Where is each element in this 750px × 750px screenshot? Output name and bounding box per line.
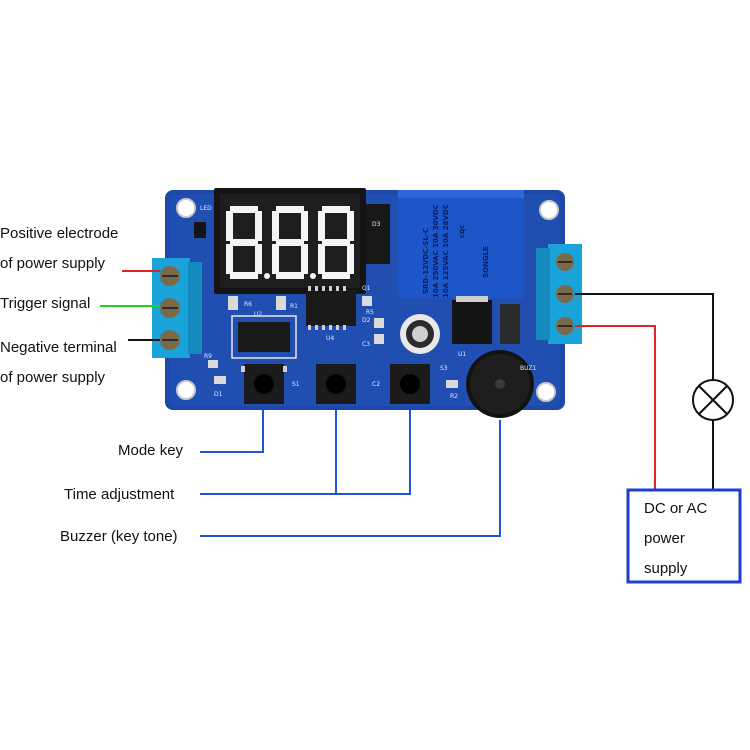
time-adjustment-label: Time adjustment xyxy=(64,486,175,503)
relay-rating-1: 10A 250VAC 10A 30VDC xyxy=(432,204,440,298)
relay-brand: SONGLE xyxy=(482,246,490,278)
smd-components xyxy=(194,222,458,388)
push-button-adjust-1 xyxy=(316,364,356,404)
negative-label-1: Negative terminal xyxy=(0,339,117,356)
silk-u4: U4 xyxy=(326,335,334,342)
supply-line-1: DC or AC xyxy=(644,500,708,517)
ic-chips xyxy=(231,204,520,359)
push-button-adjust-2 xyxy=(390,364,430,404)
left-labels: Positive electrode of power supply Trigg… xyxy=(0,225,184,545)
lamp-icon xyxy=(692,379,734,421)
relay-rating-2: 10A 125VAC 10A 28VDC xyxy=(442,204,450,298)
relay-component: SRD-12VDC-SL-C 10A 250VAC 10A 30VDC 10A … xyxy=(398,190,524,298)
load-circuit: DC or AC power supply xyxy=(575,293,742,584)
positive-label-2: of power supply xyxy=(0,255,106,272)
silk-buz: BUZ1 xyxy=(520,365,537,372)
time-adjust-callout xyxy=(200,410,411,495)
silk-s3: S3 xyxy=(440,365,448,372)
trigger-label: Trigger signal xyxy=(0,295,90,312)
buzzer-label: Buzzer (key tone) xyxy=(60,528,178,545)
silk-led: LED xyxy=(200,205,212,212)
silk-r5: R5 xyxy=(366,309,374,316)
silk-r1: R1 xyxy=(290,303,298,310)
silk-c3: C3 xyxy=(362,341,370,348)
silk-d2: D2 xyxy=(362,317,371,324)
mode-key-callout xyxy=(200,410,264,453)
silk-d1: D1 xyxy=(214,391,223,398)
buzzer-component xyxy=(466,350,534,418)
silk-d3: D3 xyxy=(372,221,381,228)
supply-line-2: power xyxy=(644,530,685,547)
power-supply-box xyxy=(626,488,742,584)
silk-r9: R9 xyxy=(204,353,212,360)
relay-module-board: SRD-12VDC-SL-C 10A 250VAC 10A 30VDC 10A … xyxy=(165,188,565,418)
silk-r2: R2 xyxy=(450,393,458,400)
positive-label-1: Positive electrode xyxy=(0,225,118,242)
mode-key-label: Mode key xyxy=(118,442,184,459)
silk-r6: R6 xyxy=(244,301,252,308)
relay-model-text: SRD-12VDC-SL-C xyxy=(422,228,430,294)
silk-q1: Q1 xyxy=(362,285,371,292)
input-wires xyxy=(100,270,160,341)
negative-label-2: of power supply xyxy=(0,369,106,386)
silk-u2: U2 xyxy=(254,311,262,318)
silk-r4: R4 xyxy=(362,299,370,306)
seven-segment-display xyxy=(214,188,366,294)
buzzer-callout xyxy=(200,420,501,537)
supply-line-3: supply xyxy=(644,560,688,577)
relay-logo: cqc xyxy=(458,225,466,238)
silk-u1: U1 xyxy=(458,351,466,358)
capacitor xyxy=(400,314,440,354)
silk-s1: S1 xyxy=(292,381,300,388)
mounting-holes xyxy=(176,198,559,402)
push-button-mode xyxy=(241,364,287,404)
callout-lines xyxy=(200,410,501,537)
silk-c2: C2 xyxy=(372,381,380,388)
silkscreen-labels: D1 S1 C2 S3 R1 R2 U1 U2 U4 D2 D3 C3 Q1 R… xyxy=(200,205,537,400)
input-terminal-block xyxy=(152,258,202,358)
